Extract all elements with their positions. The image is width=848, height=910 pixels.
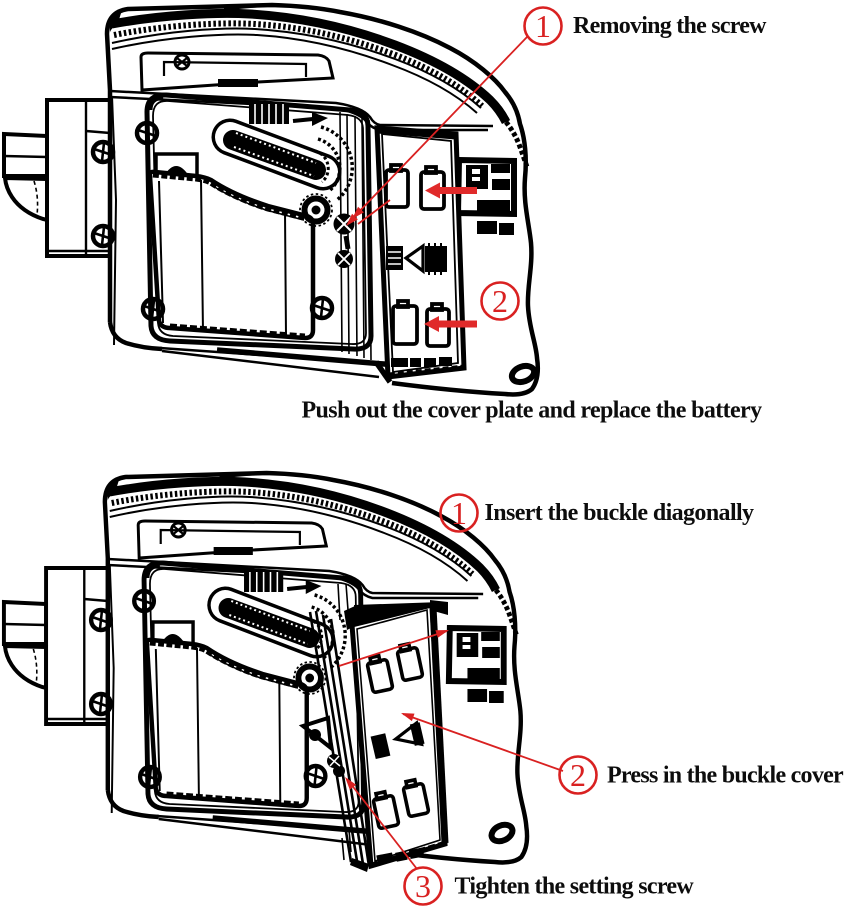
svg-text:Push out the cover plate and r: Push out the cover plate and replace the… (302, 398, 763, 424)
svg-text:1: 1 (451, 495, 467, 531)
svg-text:Press in the buckle cover: Press in the buckle cover (607, 763, 844, 789)
svg-text:Removing the screw: Removing the screw (573, 13, 767, 39)
svg-text:Insert the buckle diagonally: Insert the buckle diagonally (485, 500, 755, 526)
svg-text:1: 1 (535, 8, 551, 44)
svg-text:3: 3 (415, 868, 431, 904)
svg-text:2: 2 (570, 757, 586, 793)
svg-text:2: 2 (492, 283, 508, 319)
svg-text:Tighten the setting screw: Tighten the setting screw (455, 874, 695, 900)
